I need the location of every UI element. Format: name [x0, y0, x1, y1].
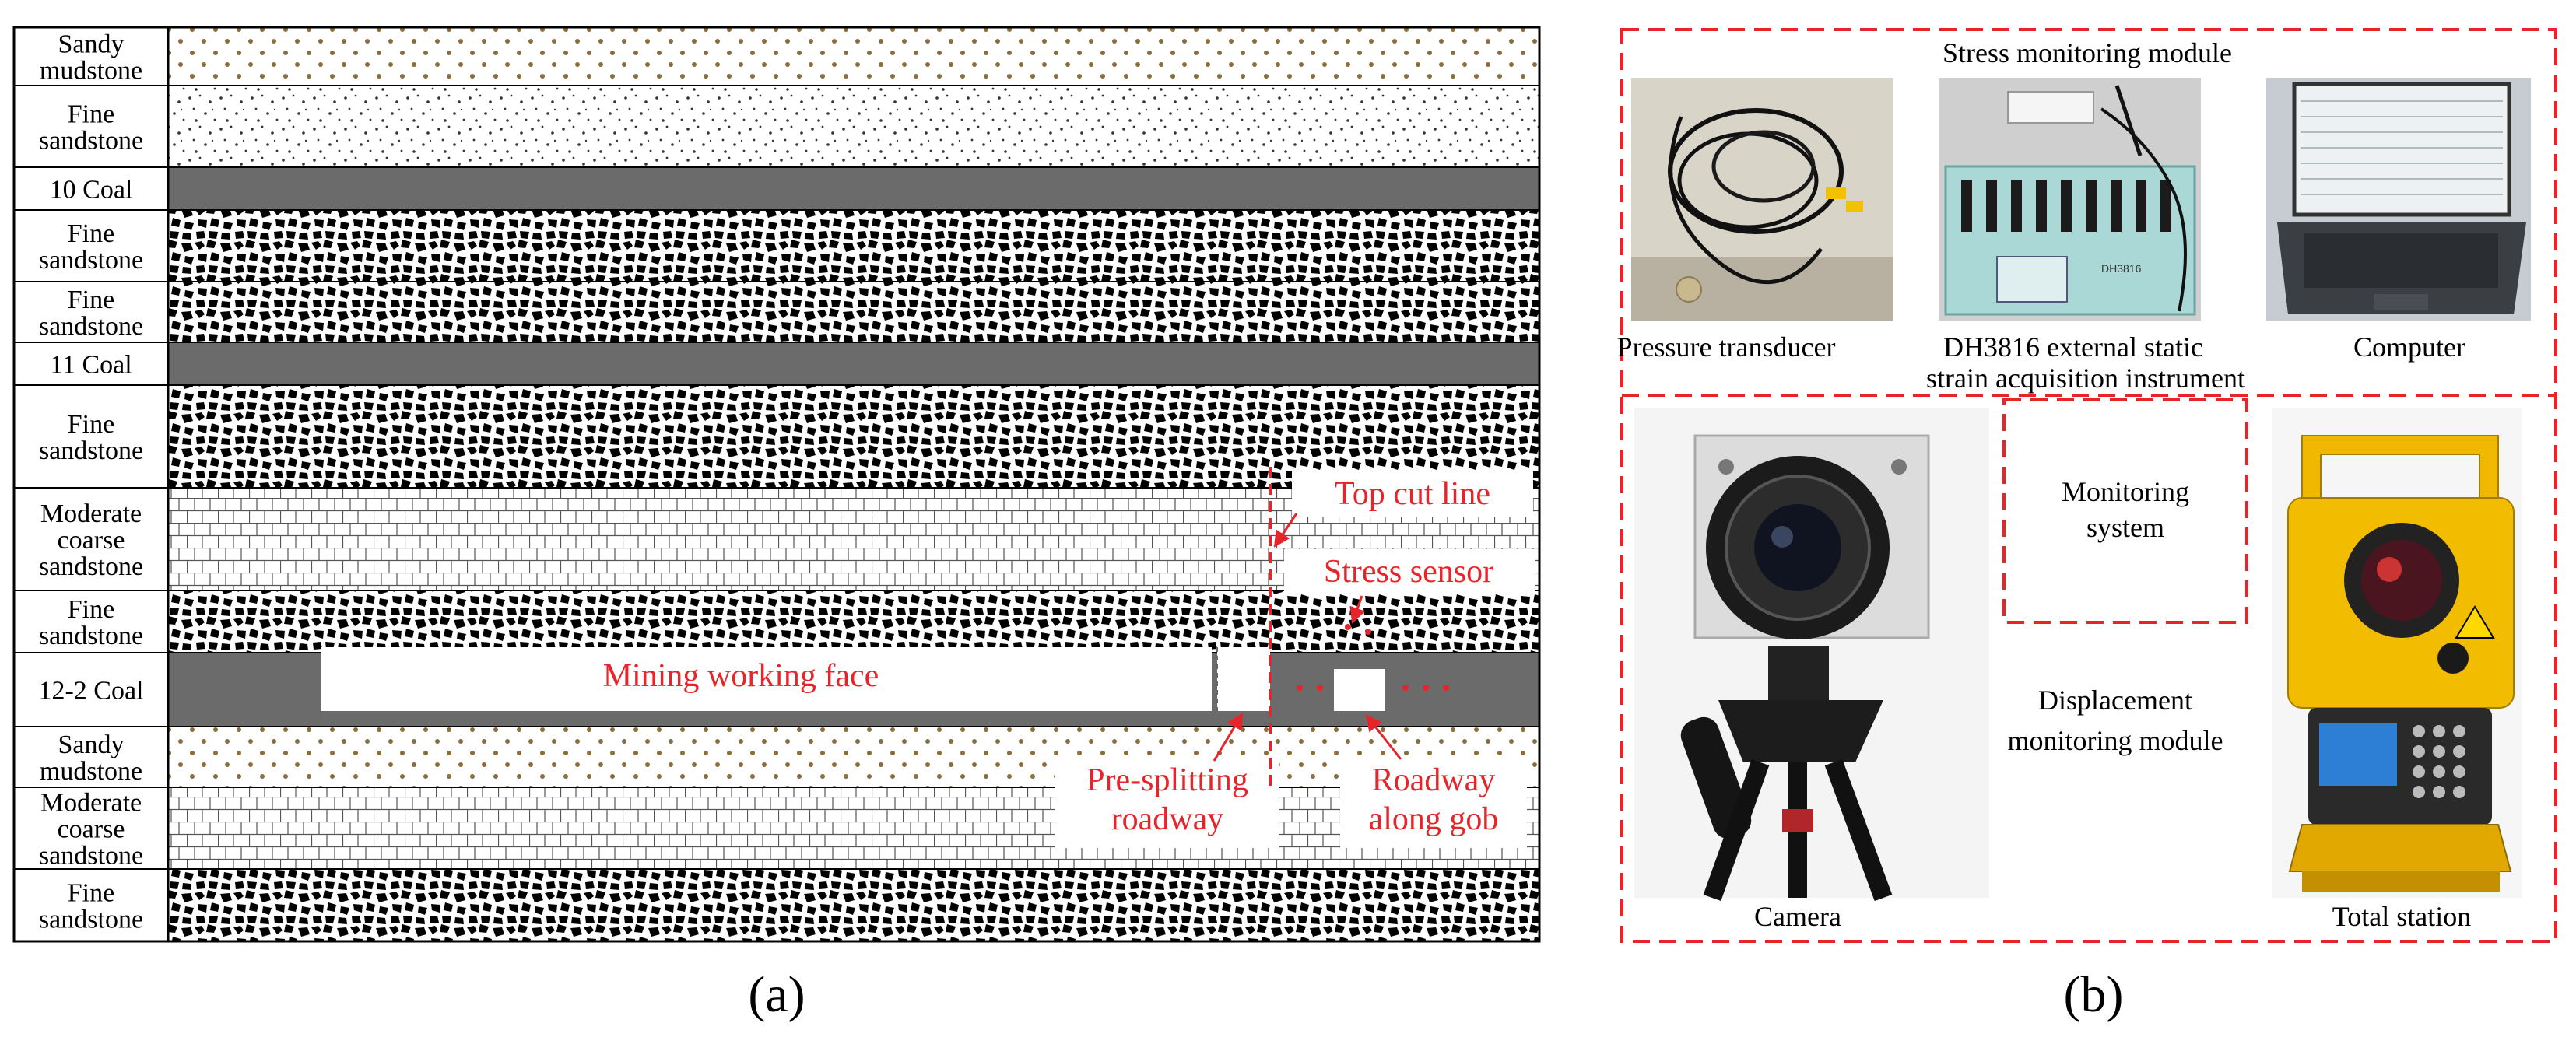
layer-name-7-line-1: coarse [58, 526, 125, 555]
layer-label-cell-9 [14, 653, 168, 727]
stress-monitoring-module-title: Stress monitoring module [1943, 37, 2232, 68]
layer-label-cell-5 [14, 342, 168, 385]
device-screen-text: DH3816 [2101, 262, 2142, 275]
layer-name-10-line-0: Sandy [58, 730, 125, 759]
camera-photo [1634, 408, 1989, 902]
layer-band-0 [168, 27, 1539, 86]
layer-band-11 [168, 787, 1539, 869]
layer-name-4-line-1: sandstone [39, 312, 143, 341]
stress-sensor-label: Stress sensor [1324, 554, 1493, 590]
layer-label-cell-7 [14, 488, 168, 590]
layer-label-cell-11 [14, 787, 168, 869]
pre-splitting-label-bg [1055, 758, 1279, 848]
roadway-along-gob-label-line2: along gob [1369, 801, 1499, 837]
computer-photo [2266, 78, 2531, 321]
layer-band-5 [168, 342, 1539, 385]
layer-name-10-line-1: mudstone [40, 757, 142, 786]
total-station-photo [2272, 408, 2522, 898]
mining-working-face-label: Mining working face [603, 658, 879, 694]
layer-label-cell-8 [14, 590, 168, 653]
mining-working-face-area [321, 647, 1212, 711]
dh3816-label-line2: strain acquisition instrument [1926, 363, 2245, 394]
layer-band-1 [168, 86, 1539, 167]
total-station-label: Total station [2332, 901, 2471, 932]
layer-label-cell-4 [14, 282, 168, 342]
layer-band-12 [168, 869, 1539, 941]
layer-label-cell-3 [14, 210, 168, 282]
camera-label: Camera [1754, 901, 1841, 932]
roadway-along-gob-label-bg [1340, 758, 1527, 848]
stress-sensor-arrow [1349, 595, 1366, 624]
panel-b-monitoring: Stress monitoring module Pressure transd… [1617, 28, 2557, 1023]
layer-name-7-line-0: Moderate [40, 499, 142, 528]
layer-name-8-line-1: sandstone [39, 622, 143, 650]
layer-name-4-line-0: Fine [68, 286, 114, 314]
layer-band-3 [168, 210, 1539, 282]
monitoring-system-frame [2002, 398, 2248, 624]
layer-name-0-line-1: mudstone [40, 56, 142, 85]
roadway-along-gob-label-line1: Roadway [1372, 762, 1496, 798]
computer-label: Computer [2353, 331, 2465, 363]
pre-splitting-roadway-arrow [1213, 713, 1244, 762]
top-cut-line-label-bg [1292, 471, 1533, 517]
layer-name-3-line-1: sandstone [39, 246, 143, 275]
displacement-module-label-line1: Displacement [2038, 685, 2192, 716]
layer-band-4 [168, 282, 1539, 342]
layer-name-11-line-2: sandstone [39, 841, 143, 870]
pre-splitting-roadway-box [1217, 647, 1270, 711]
panel-a-frame [12, 26, 1541, 943]
layer-band-2 [168, 167, 1539, 210]
layer-name-11-line-1: coarse [58, 815, 125, 843]
displacement-module-label-line2: monitoring module [2008, 725, 2223, 756]
layer-label-cell-2 [14, 167, 168, 210]
roadway-along-gob-box [1334, 669, 1385, 711]
pre-splitting-roadway-label-line2: roadway [1111, 801, 1224, 837]
pressure-transducer-photo [1631, 78, 1893, 321]
layer-band-6 [168, 385, 1539, 488]
layer-name-12-line-1: sandstone [39, 905, 143, 934]
layer-label-cell-12 [14, 869, 168, 941]
outer-dashed-frame [1620, 28, 2557, 943]
monitoring-system-label-line2: system [2086, 512, 2164, 543]
layer-name-5-line-0: 11 Coal [50, 350, 132, 379]
layer-name-1-line-0: Fine [68, 100, 114, 128]
layer-name-12-line-0: Fine [68, 878, 114, 907]
monitoring-system-label-line1: Monitoring [2062, 476, 2189, 507]
layer-label-cell-10 [14, 727, 168, 787]
roadway-along-gob-arrow [1365, 714, 1402, 760]
layer-band-10 [168, 727, 1539, 787]
stress-sensor-dots [1297, 624, 1449, 691]
top-cut-line-label: Top cut line [1335, 476, 1490, 512]
layer-name-3-line-0: Fine [68, 219, 114, 248]
stress-sensor-label-bg [1284, 549, 1535, 594]
pre-splitting-roadway-label-line1: Pre-splitting [1086, 762, 1248, 798]
layer-name-8-line-0: Fine [68, 595, 114, 624]
layer-name-0-line-0: Sandy [58, 30, 125, 58]
dh3816-label-line1: DH3816 external static [1943, 331, 2203, 363]
layer-name-9-line-0: 12-2 Coal [38, 676, 143, 705]
layer-band-8 [168, 590, 1539, 653]
top-cut-line-arrow [1273, 513, 1298, 548]
panel-a-caption: (a) [748, 966, 805, 1023]
layer-name-6-line-0: Fine [68, 410, 114, 439]
layer-label-cell-1 [14, 86, 168, 167]
layer-label-cell-0 [14, 27, 168, 86]
panel-b-caption: (b) [2064, 966, 2124, 1023]
layer-name-11-line-0: Moderate [40, 788, 142, 817]
pressure-transducer-label: Pressure transducer [1617, 331, 1836, 363]
layer-name-7-line-2: sandstone [39, 552, 143, 581]
layer-name-1-line-1: sandstone [39, 126, 143, 155]
layer-name-6-line-1: sandstone [39, 436, 143, 465]
dh3816-instrument-photo: DH3816 [1939, 78, 2201, 321]
layer-label-cell-6 [14, 385, 168, 488]
layer-name-2-line-0: 10 Coal [50, 175, 133, 204]
